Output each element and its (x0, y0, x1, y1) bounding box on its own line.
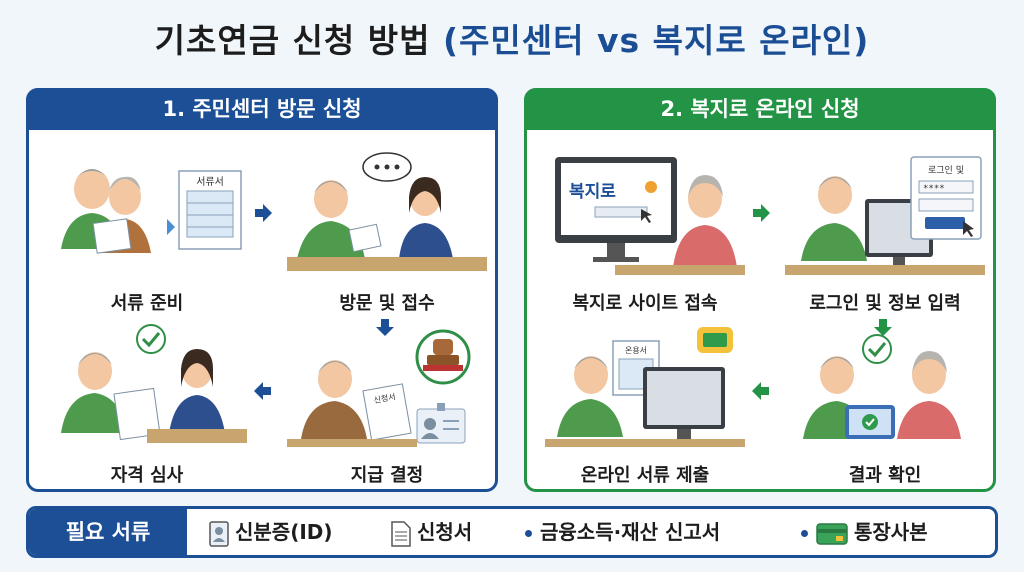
title-main: 기초연금 신청 방법 (154, 21, 431, 60)
step-label-prepare: 서류 준비 (110, 293, 184, 314)
required-documents-label: 필요 서류 (29, 509, 187, 555)
step-access-site: 복지로 복지로 사이트 접속 (545, 149, 745, 319)
bullet-icon (525, 530, 532, 537)
panel-bokjiro-online: 2. 복지로 온라인 신청 복지로 복지로 사이트 접속 (524, 88, 996, 492)
step-label-result: 결과 확인 (848, 465, 922, 486)
doc-item-income-report: 금융소득·재산 신고서 (525, 509, 720, 555)
step-prepare-documents: 서류서 서류 준비 (47, 149, 247, 319)
step-online-submission: 온용서 온라인 서류 제출 (545, 321, 745, 491)
doc-application-label: 신청서 (417, 520, 473, 544)
doc-bankbook-label: 통장사본 (854, 520, 928, 544)
panel-header-bokjiro: 2. 복지로 온라인 신청 (524, 88, 996, 130)
login-screen-icon: 로그인 및 **** (785, 156, 985, 275)
arrow-left-icon (254, 382, 271, 400)
bullet-icon (801, 530, 808, 537)
bokjiro-logo: 복지로 (569, 182, 616, 202)
approval-stamp-icon: 신청서 (287, 329, 471, 447)
step-label-decision: 지급 결정 (350, 465, 424, 486)
doc-item-bankbook: 통장사본 (801, 509, 928, 555)
upload-documents-icon: 온용서 (545, 327, 745, 447)
step-check-result: 결과 확인 (785, 321, 985, 491)
login-label: 로그인 및 (928, 164, 964, 176)
document-icon (391, 520, 411, 547)
required-documents-bar: 필요 서류 신분증(ID) 신청서 금융소득·재산 신고서 통장사본 (26, 506, 998, 558)
counter-consultation-icon (287, 152, 487, 271)
panel-header-community-center: 1. 주민센터 방문 신청 (26, 88, 498, 130)
arrow-right-icon (255, 204, 272, 222)
doc-item-id-card: 신분증(ID) (209, 509, 333, 555)
title-sub: (주민센터 vs 복지로 온라인) (442, 21, 870, 60)
step-label-visit: 방문 및 접수 (339, 293, 435, 314)
login-password: **** (923, 184, 945, 194)
step-eligibility-review: 자격 심사 (47, 321, 247, 491)
step-label-review: 자격 심사 (110, 465, 184, 486)
tablet-result-icon (803, 334, 961, 439)
arrow-right-icon (753, 204, 770, 222)
review-meeting-icon (61, 324, 247, 443)
upload-doc-label: 온용서 (625, 346, 647, 355)
step-visit-submit: 방문 및 접수 (287, 149, 487, 319)
doc-income-report-label: 금융소득·재산 신고서 (540, 520, 721, 544)
step-label-submission: 온라인 서류 제출 (580, 465, 710, 486)
bankbook-icon (816, 522, 848, 545)
step-login-input: 로그인 및 **** 로그인 및 정보 입력 (785, 149, 985, 319)
doc-id-card-label: 신분증(ID) (235, 520, 333, 544)
step-payment-decision: 신청서 지급 결정 (287, 321, 487, 491)
step-label-access: 복지로 사이트 접속 (572, 293, 718, 314)
arrow-down-icon (376, 319, 394, 336)
panel-community-center: 1. 주민센터 방문 신청 서류서 서류 준비 (26, 88, 498, 492)
form-label: 신청서 (373, 392, 396, 405)
step-label-login: 로그인 및 정보 입력 (809, 293, 961, 314)
doc-label: 서류서 (196, 176, 224, 188)
arrow-left-icon (752, 382, 769, 400)
elderly-couple-with-documents-icon: 서류서 (61, 169, 242, 254)
id-card-icon (209, 520, 229, 547)
page-title: 기초연금 신청 방법 (주민센터 vs 복지로 온라인) (0, 14, 1024, 62)
arrow-down-icon (874, 319, 892, 336)
doc-item-application: 신청서 (391, 509, 472, 555)
monitor-bokjiro-site-icon: 복지로 (555, 157, 745, 275)
